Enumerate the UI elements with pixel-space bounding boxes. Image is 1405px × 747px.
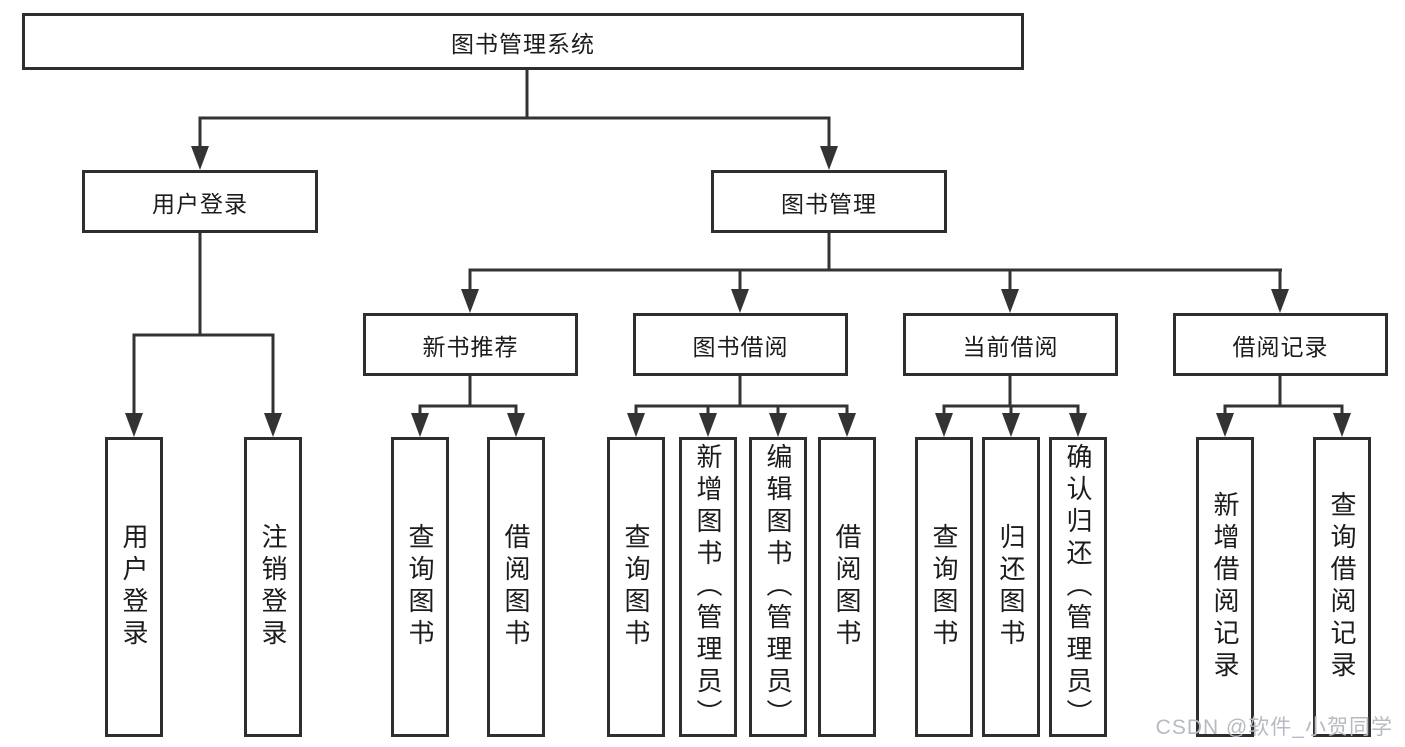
node-book-management: 图书管理 — [711, 170, 947, 233]
node-book-management-label: 图书管理 — [781, 190, 877, 217]
leaf-query-books-borrowing-label: 查询图书 — [621, 523, 651, 651]
leaf-add-books-admin-label: 新增图书（管理员） — [693, 443, 723, 731]
node-user-login-label: 用户登录 — [152, 190, 248, 217]
leaf-query-books-current: 查询图书 — [915, 437, 973, 737]
leaf-edit-books-admin: 编辑图书（管理员） — [749, 437, 807, 737]
leaf-logout-label: 注销登录 — [258, 523, 288, 651]
node-user-login: 用户登录 — [82, 170, 318, 233]
leaf-edit-books-admin-label: 编辑图书（管理员） — [763, 443, 793, 731]
node-root: 图书管理系统 — [22, 13, 1024, 70]
node-borrowing-records-label: 借阅记录 — [1232, 333, 1329, 360]
node-book-borrowing: 图书借阅 — [633, 313, 848, 376]
node-new-book-recommendation: 新书推荐 — [363, 313, 578, 376]
csdn-watermark: CSDN @软件_小贺同学 — [1155, 716, 1393, 739]
leaf-borrow-books-borrowing-label: 借阅图书 — [832, 523, 862, 651]
leaf-borrow-books-borrowing: 借阅图书 — [818, 437, 876, 737]
leaf-query-borrow-record-label: 查询借阅记录 — [1327, 491, 1357, 683]
leaf-query-books-current-label: 查询图书 — [929, 523, 959, 651]
leaf-add-borrow-record-label: 新增借阅记录 — [1210, 491, 1240, 683]
leaf-return-books-label: 归还图书 — [996, 523, 1026, 651]
node-current-borrowing: 当前借阅 — [903, 313, 1118, 376]
node-new-book-recommendation-label: 新书推荐 — [422, 333, 519, 360]
node-current-borrowing-label: 当前借阅 — [962, 333, 1059, 360]
node-root-label: 图书管理系统 — [451, 30, 595, 57]
leaf-borrow-books-recommend: 借阅图书 — [487, 437, 545, 737]
leaf-confirm-return-admin-label: 确认归还（管理员） — [1063, 443, 1093, 731]
leaf-borrow-books-recommend-label: 借阅图书 — [501, 523, 531, 651]
leaf-add-borrow-record: 新增借阅记录 — [1196, 437, 1254, 737]
leaf-query-books-recommend-label: 查询图书 — [405, 523, 435, 651]
leaf-user-login: 用户登录 — [105, 437, 163, 737]
leaf-logout: 注销登录 — [244, 437, 302, 737]
leaf-query-books-borrowing: 查询图书 — [607, 437, 665, 737]
leaf-return-books: 归还图书 — [982, 437, 1040, 737]
leaf-confirm-return-admin: 确认归还（管理员） — [1049, 437, 1107, 737]
leaf-query-borrow-record: 查询借阅记录 — [1313, 437, 1371, 737]
node-borrowing-records: 借阅记录 — [1173, 313, 1388, 376]
leaf-query-books-recommend: 查询图书 — [391, 437, 449, 737]
leaf-user-login-label: 用户登录 — [119, 523, 149, 651]
node-book-borrowing-label: 图书借阅 — [692, 333, 789, 360]
leaf-add-books-admin: 新增图书（管理员） — [679, 437, 737, 737]
